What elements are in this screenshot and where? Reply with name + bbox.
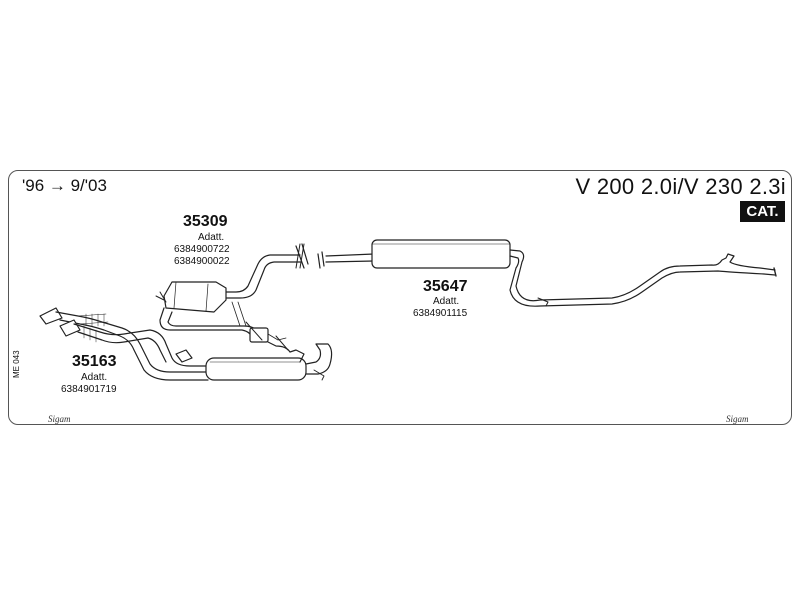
flange-clamps: [245, 243, 305, 351]
part-number-35309: 35309: [183, 213, 228, 230]
brand-logo-left: Sigam: [48, 414, 71, 424]
part-number-35647: 35647: [423, 278, 468, 295]
part-ref-35163-a: 6384901719: [61, 384, 117, 395]
part-note-35647: Adatt.: [433, 296, 460, 307]
brand-logo-right: Sigam: [726, 414, 749, 424]
model-title: V 200 2.0i/V 230 2.3i: [575, 174, 786, 199]
diagram-frame: [8, 170, 792, 425]
model-date-range: '96 → 9/'03: [22, 176, 107, 195]
part-ref-35309-a: 6384900722: [174, 244, 230, 255]
part-number-35163: 35163: [72, 353, 117, 370]
part-ref-35309-b: 6384900022: [174, 256, 230, 267]
cat-badge: CAT.: [740, 201, 785, 222]
part-note-35309: Adatt.: [198, 232, 225, 243]
diagram-code: ME 043: [12, 350, 21, 378]
front-pipe-35163[interactable]: [39, 307, 333, 381]
rear-silencer-35647[interactable]: [317, 239, 777, 307]
part-ref-35647-a: 6384901115: [413, 308, 468, 319]
part-note-35163: Adatt.: [81, 372, 108, 383]
